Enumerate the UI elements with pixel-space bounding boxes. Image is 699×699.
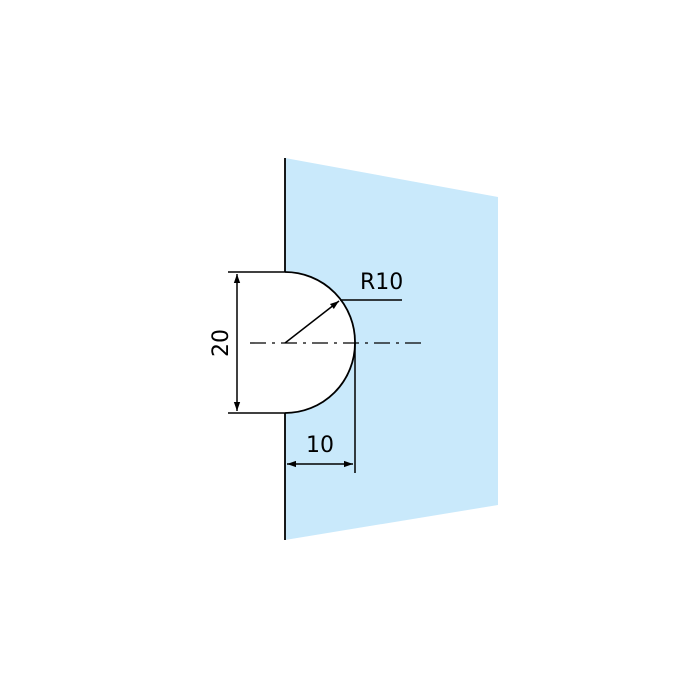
radius-label: R10: [360, 270, 403, 295]
width-label: 10: [306, 433, 334, 458]
radius-arrow: [284, 300, 340, 344]
glass-panel: [285, 158, 498, 540]
height-label: 20: [209, 329, 234, 357]
